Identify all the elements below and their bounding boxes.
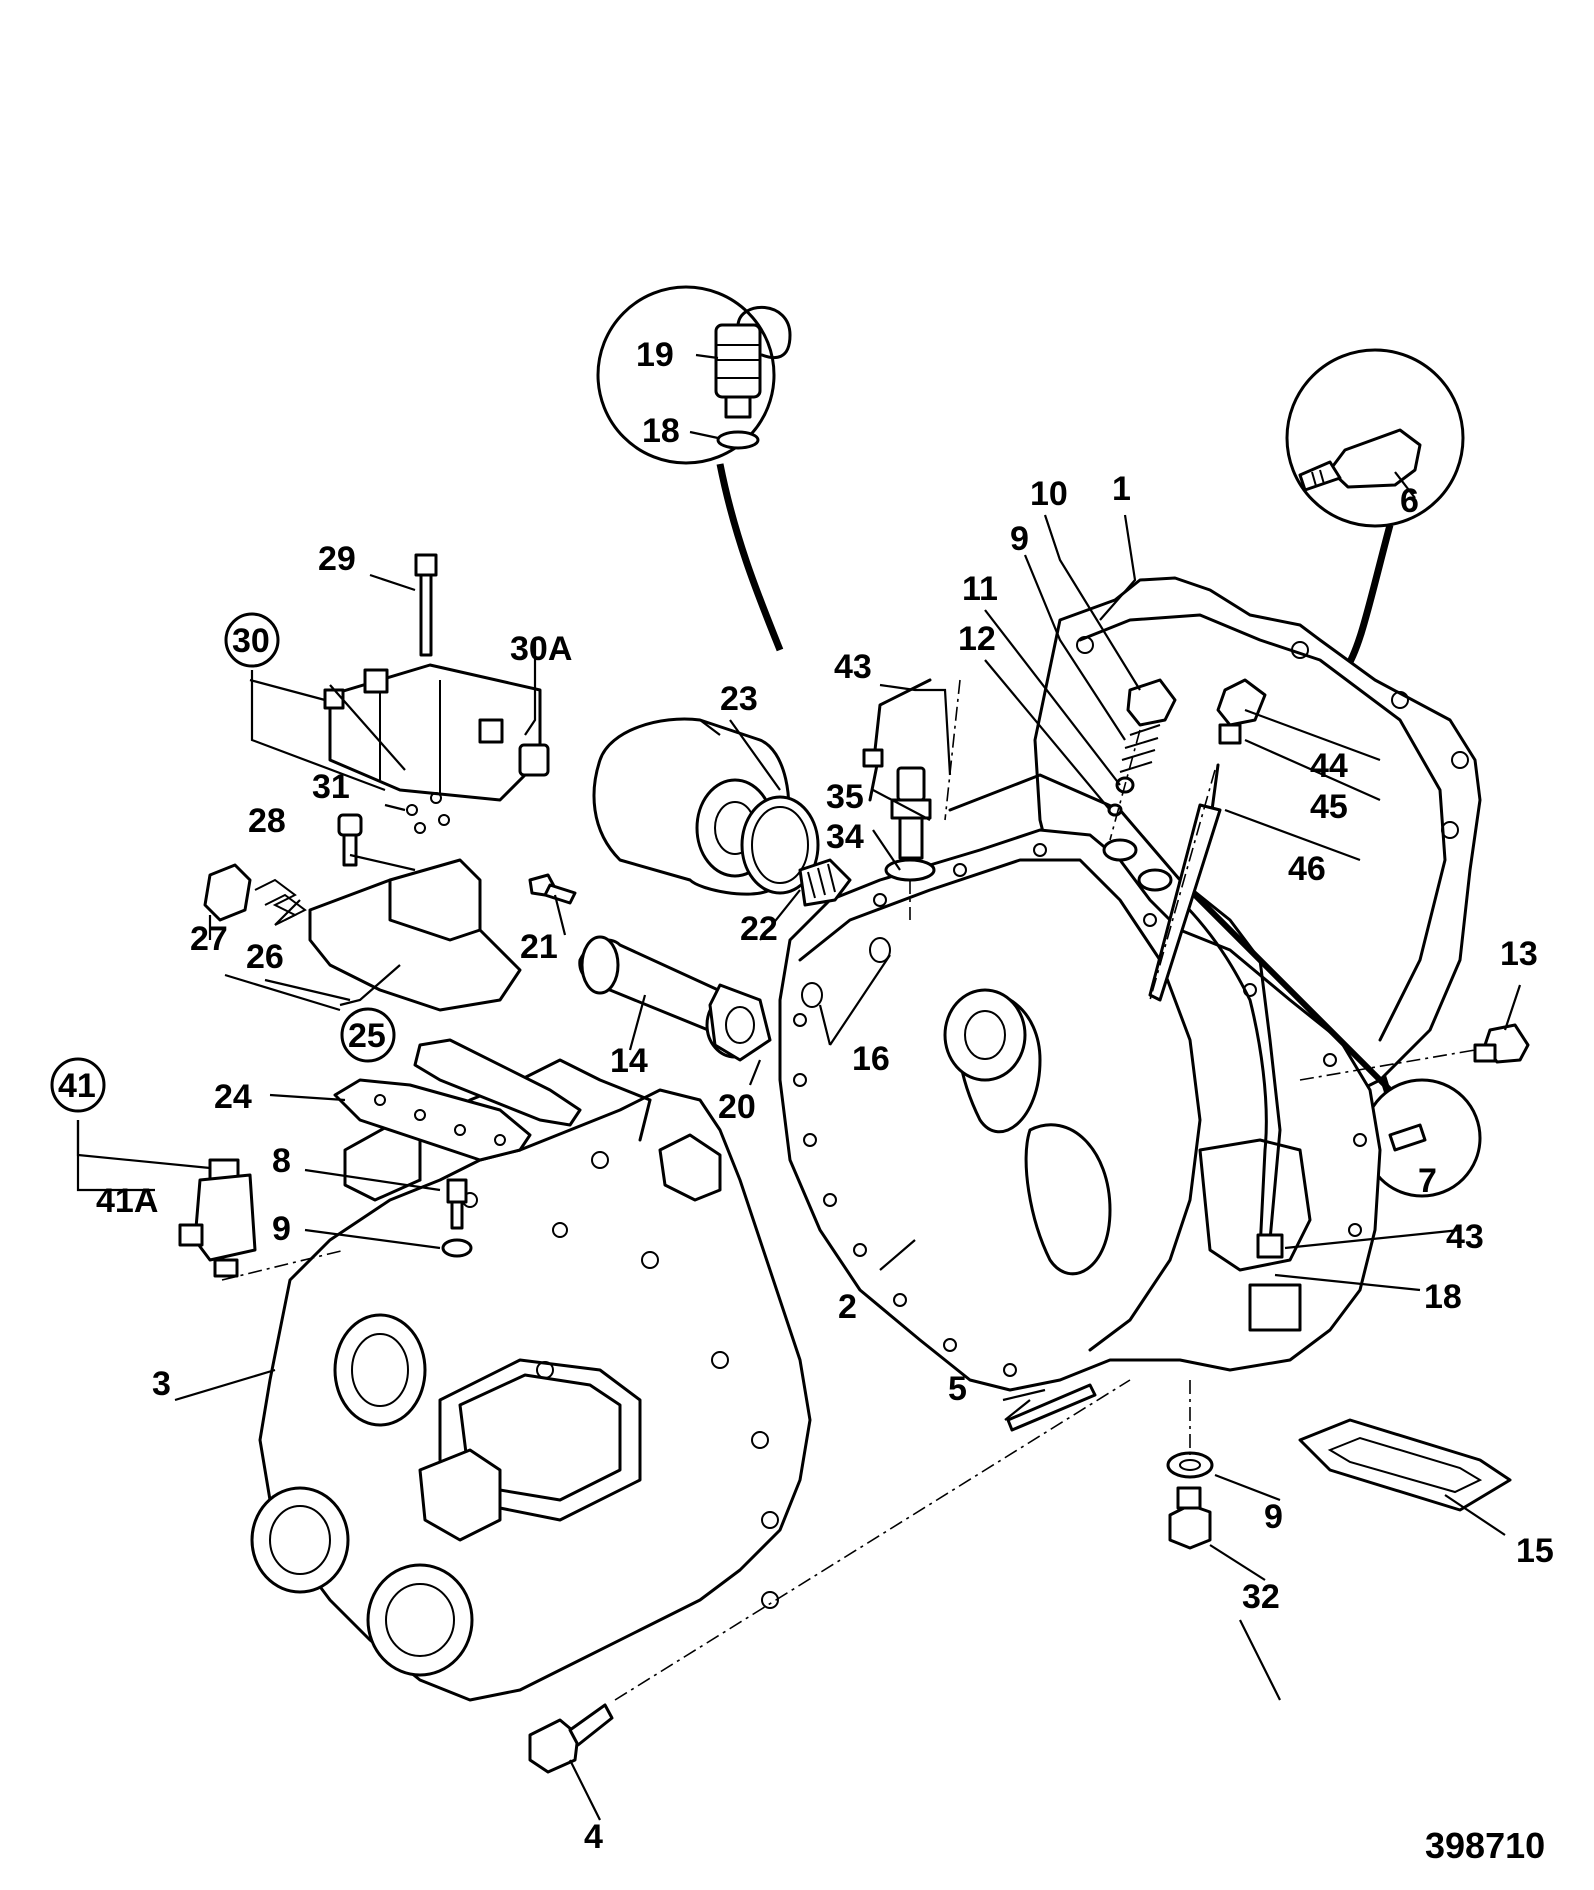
label-30: 30 xyxy=(232,622,270,660)
label-19: 19 xyxy=(636,336,674,374)
label-14: 14 xyxy=(610,1042,648,1080)
bolt-part-21 xyxy=(528,873,577,905)
label-3: 3 xyxy=(152,1365,171,1403)
o-rings-part-16 xyxy=(801,937,891,1008)
bolt-part-29 xyxy=(414,553,438,657)
label-24: 24 xyxy=(214,1078,252,1116)
label-15: 15 xyxy=(1516,1532,1554,1570)
label-18-detail: 18 xyxy=(642,412,680,450)
label-20: 20 xyxy=(718,1088,756,1126)
washer-part-34 xyxy=(884,858,936,882)
label-6: 6 xyxy=(1400,482,1419,520)
label-12: 12 xyxy=(958,620,996,658)
solenoid-valve-part-30 xyxy=(323,663,550,802)
label-26: 26 xyxy=(246,938,284,976)
label-46: 46 xyxy=(1288,850,1326,888)
leader-lines xyxy=(76,353,1522,1821)
part-labels: 1 10 9 11 12 43 35 34 23 22 21 14 20 16 … xyxy=(58,336,1554,1856)
label-10: 10 xyxy=(1030,475,1068,513)
label-43: 43 xyxy=(834,648,872,686)
label-4: 4 xyxy=(584,1818,603,1856)
label-44: 44 xyxy=(1310,747,1348,785)
strainer-part-15 xyxy=(1298,1418,1512,1512)
pipe-part-43 xyxy=(862,678,1284,1259)
label-5: 5 xyxy=(948,1370,967,1408)
plug-part-13 xyxy=(1473,1023,1530,1064)
filter-element-part-23 xyxy=(592,717,820,896)
label-9: 9 xyxy=(1010,520,1029,558)
gasket-part-20 xyxy=(708,983,772,1062)
bolt-part-28 xyxy=(337,813,363,867)
label-34: 34 xyxy=(826,818,864,856)
label-8: 8 xyxy=(272,1142,291,1180)
plug-stack-parts-9-11 xyxy=(1107,678,1177,817)
label-32: 32 xyxy=(1242,1578,1280,1616)
label-45: 45 xyxy=(1310,788,1348,826)
sensor-part-35 xyxy=(890,766,932,860)
centre-lines xyxy=(221,679,1476,1701)
callout-circles xyxy=(50,612,396,1113)
detail-circle-pressure-switch xyxy=(596,285,792,652)
label-23: 23 xyxy=(720,680,758,718)
label-30a: 30A xyxy=(510,630,572,668)
label-28: 28 xyxy=(248,802,286,840)
label-31: 31 xyxy=(312,768,350,806)
label-41: 41 xyxy=(58,1067,96,1105)
label-21: 21 xyxy=(520,928,558,966)
seal-rings-part-31 xyxy=(406,792,450,834)
spring-part-22 xyxy=(798,858,852,907)
label-11: 11 xyxy=(962,570,998,608)
label-35: 35 xyxy=(826,778,864,816)
label-22: 22 xyxy=(740,910,778,948)
label-2: 2 xyxy=(838,1288,857,1326)
detail-circle-bolt xyxy=(1285,348,1465,673)
label-16: 16 xyxy=(852,1040,890,1078)
dowel-part-5 xyxy=(1006,1383,1097,1432)
fitting-part-8 xyxy=(441,1178,473,1258)
label-27: 27 xyxy=(190,920,228,958)
label-13: 13 xyxy=(1500,935,1538,973)
label-18: 18 xyxy=(1424,1278,1462,1316)
transmission-case-part-3 xyxy=(250,1038,812,1702)
drain-plug-parts-9-32 xyxy=(1166,1451,1214,1550)
valve-assembly-parts-25-27 xyxy=(203,858,522,1012)
label-1: 1 xyxy=(1112,470,1131,508)
valve-plate-part-24 xyxy=(333,1078,532,1162)
label-29: 29 xyxy=(318,540,356,578)
label-25: 25 xyxy=(348,1017,386,1055)
drawing-number: 398710 xyxy=(1425,1825,1545,1866)
label-43-lower: 43 xyxy=(1446,1218,1484,1256)
transmission-housing-part-2 xyxy=(778,828,1393,1392)
label-41a: 41A xyxy=(96,1182,158,1220)
label-7: 7 xyxy=(1418,1162,1437,1200)
label-9-lower: 9 xyxy=(1264,1498,1283,1536)
label-9-case: 9 xyxy=(272,1210,291,1248)
bolt-part-4 xyxy=(528,1703,614,1774)
switch-part-41 xyxy=(178,1158,257,1278)
housing-bolt-holes xyxy=(793,843,1367,1377)
